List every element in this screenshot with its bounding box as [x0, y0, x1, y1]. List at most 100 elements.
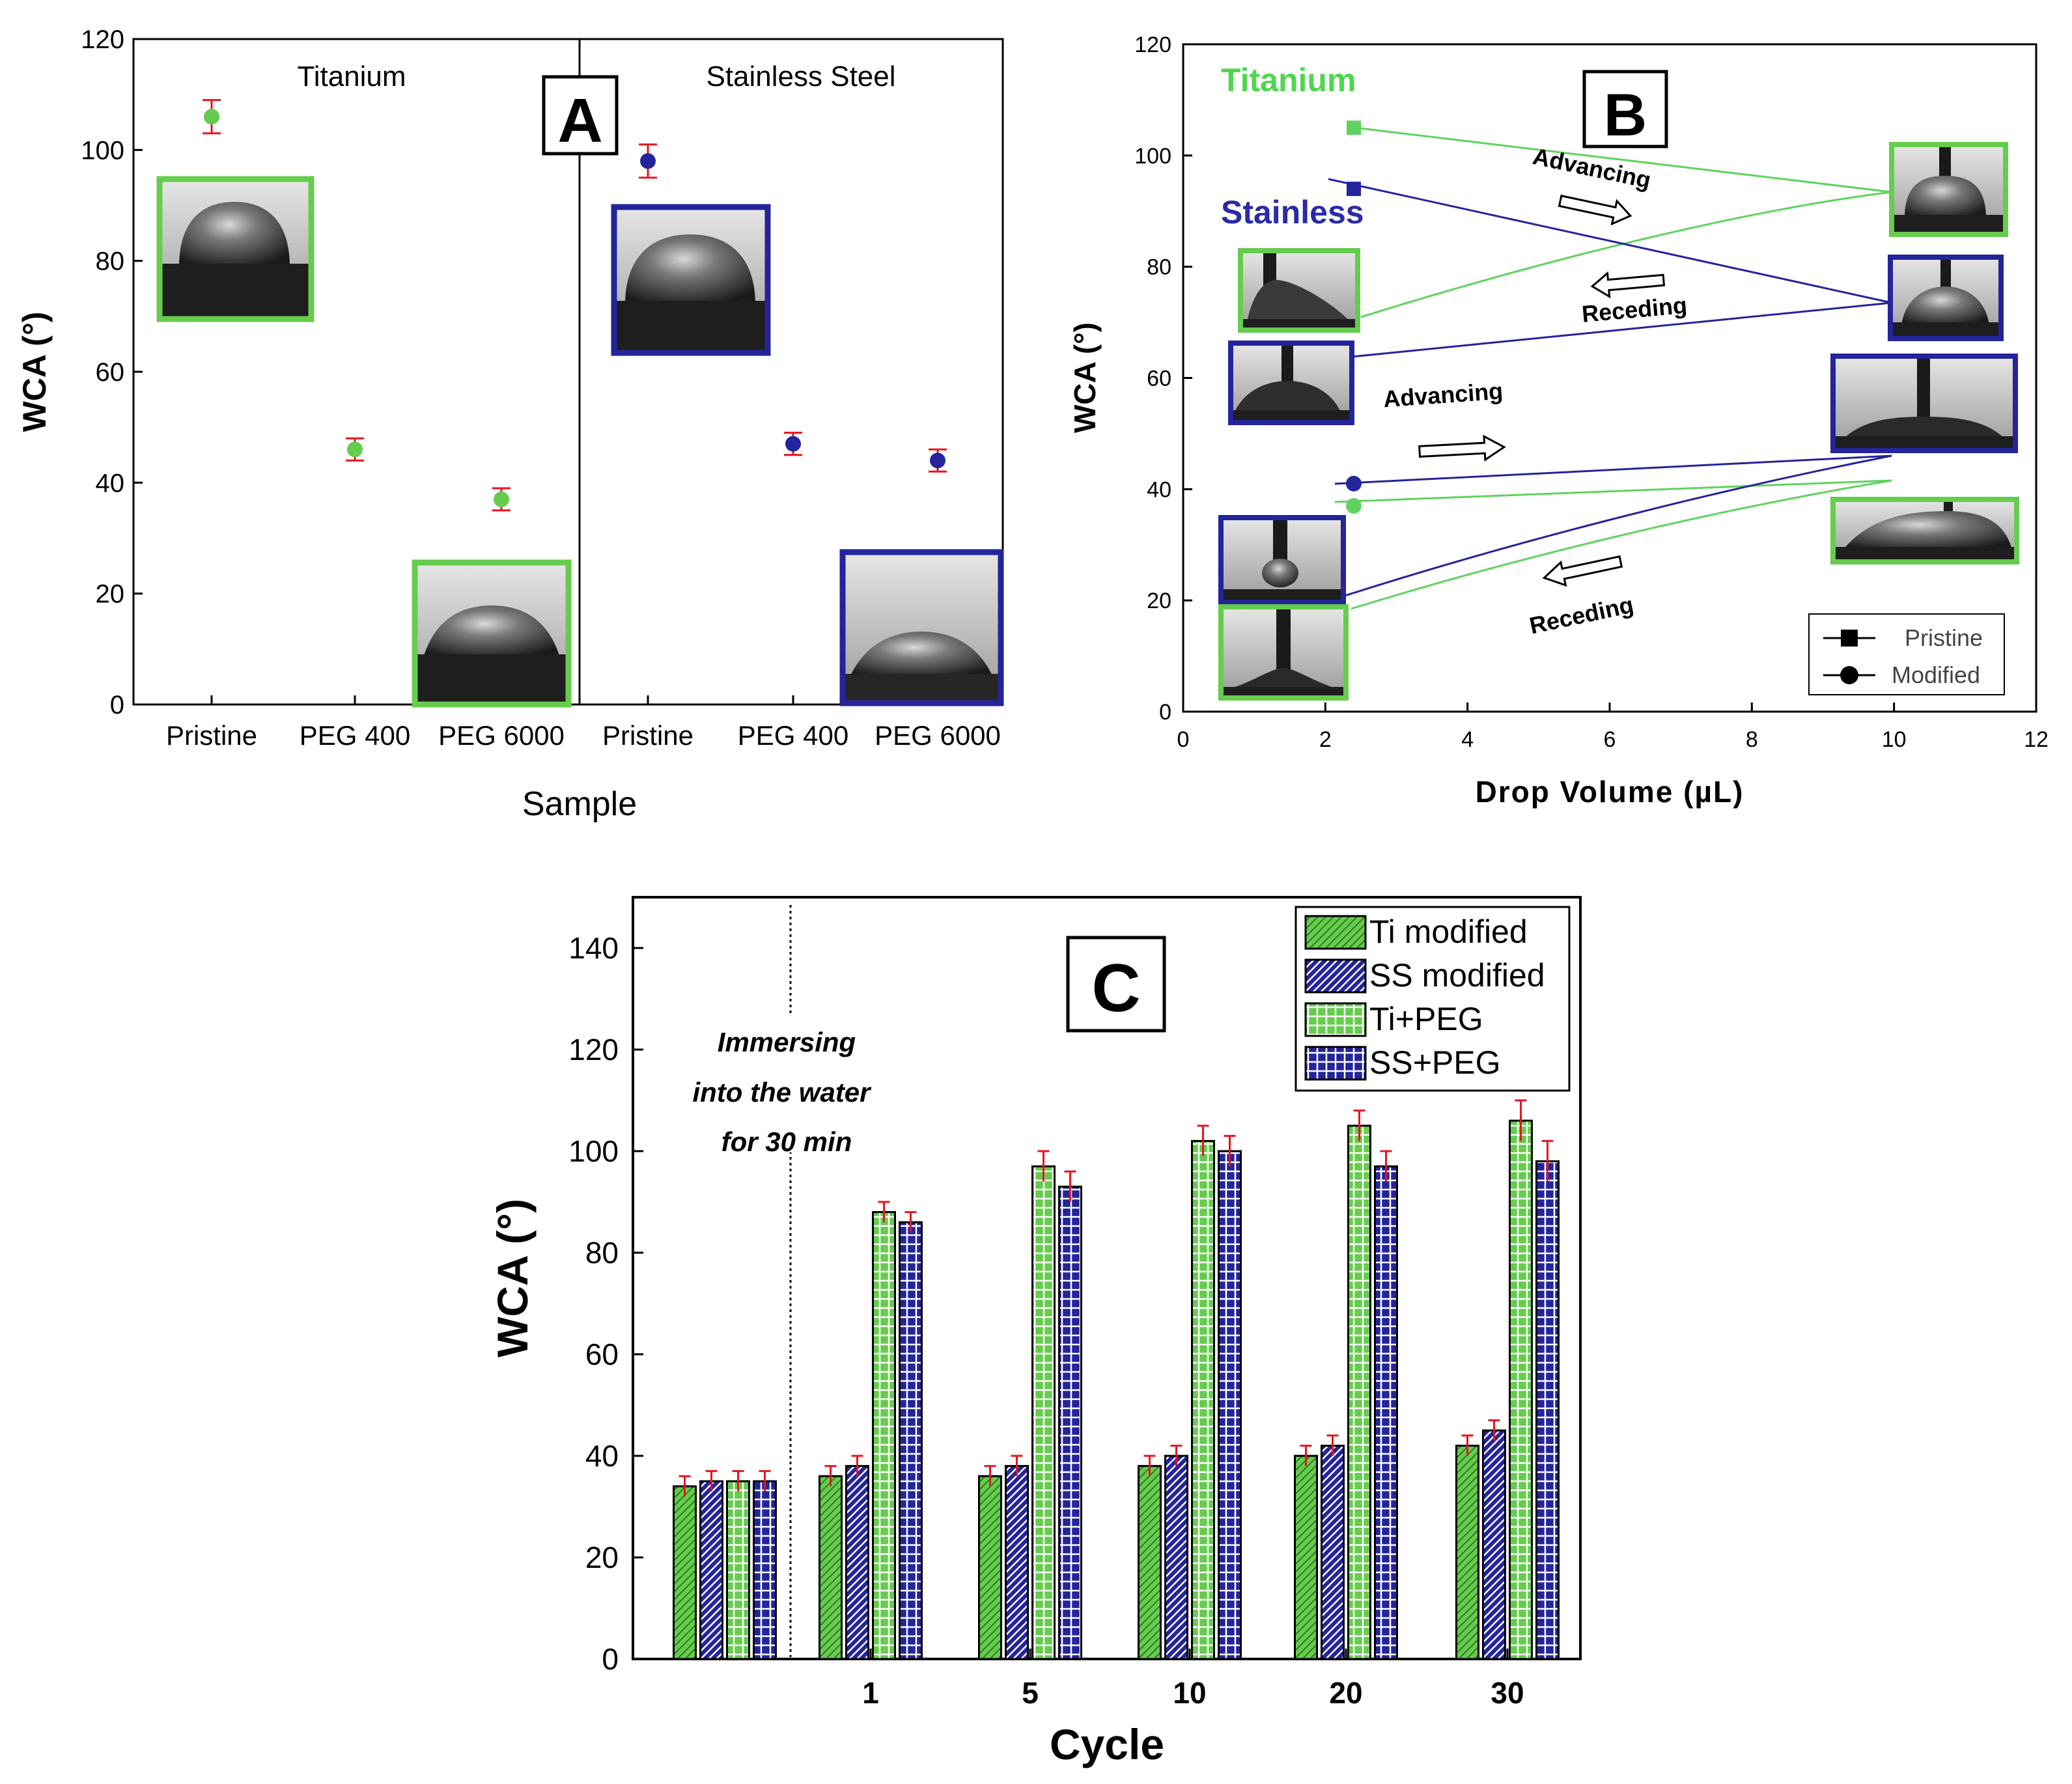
panel-c-y-axis-title: WCA (°)	[488, 1199, 537, 1358]
droplet-photo-b-steel-left	[1228, 341, 1354, 425]
panel-c-y-tick-label: 20	[585, 1540, 619, 1574]
panel-c-bar	[1294, 1455, 1318, 1660]
panel-b-x-tick-label: 6	[1604, 727, 1616, 752]
panel-c-legend-ss-modified: SS modified	[1369, 957, 1545, 994]
legend-swatch-ss-modified	[1304, 958, 1367, 994]
panel-c-bar	[1347, 1124, 1371, 1660]
panel-b-label: B	[1604, 82, 1647, 148]
panel-c-bar	[1005, 1465, 1029, 1660]
panel-c-x-axis-title: Cycle	[1050, 1720, 1164, 1768]
panel-b-annotation-titanium: Titanium	[1221, 62, 1356, 98]
panel-b-data-point-modified	[1346, 497, 1362, 514]
panel-a-y-tick-label: 120	[81, 25, 124, 54]
droplet-photo-steel-peg6000	[839, 549, 1004, 706]
panel-a-data-point	[930, 453, 945, 469]
panel-c-bar	[872, 1211, 896, 1660]
panel-a-x-tick-label: PEG 400	[738, 720, 848, 751]
panel-b-x-tick-label: 10	[1882, 727, 1907, 752]
panel-a-y-tick-label: 40	[96, 469, 125, 497]
droplet-photo-b-titanium-receding	[1830, 497, 2019, 564]
panel-c-bar	[699, 1480, 723, 1660]
panel-b-y-axis-title: WCA (°)	[1068, 322, 1102, 433]
panel-b-arrow-advancing-top	[1558, 194, 1632, 226]
panel-c-x-tick-label: 5	[1022, 1676, 1039, 1710]
panel-b-arrow-receding-bottom	[1542, 555, 1623, 587]
panel-b-y-tick-label: 120	[1134, 33, 1171, 57]
panel-b-annotation-advancing-bottom: Advancing	[1382, 378, 1504, 413]
panel-a-x-axis-title: Sample	[522, 785, 637, 823]
panel-a-y-axis-title: WCA (°)	[16, 312, 53, 432]
panel-c-bar	[1455, 1444, 1479, 1660]
panel-a-data-point	[785, 436, 801, 452]
droplet-photo-b-steel-bottom-left	[1218, 515, 1346, 605]
panel-b-y-tick-label: 20	[1147, 589, 1171, 613]
panel-c-x-tick-label: 10	[1173, 1676, 1206, 1710]
panel-c-bar	[819, 1475, 843, 1660]
droplet-photo-titanium-peg6000	[412, 559, 572, 708]
panel-b-arrow-receding-top	[1590, 271, 1666, 299]
panel-c-y-tick-label: 120	[568, 1033, 619, 1066]
panel-b-y-tick-label: 40	[1147, 477, 1171, 502]
panel-a-label-box	[542, 75, 619, 156]
panel-a-x-tick-label: PEG 6000	[438, 720, 565, 751]
panel-b-x-tick-label: 12	[2024, 727, 2049, 752]
panel-c-bar	[1058, 1186, 1082, 1660]
panel-c-y-tick-label: 100	[568, 1134, 619, 1168]
panel-c-y-tick-label: 60	[585, 1337, 619, 1371]
panel-b-connector-lines	[1328, 126, 1892, 610]
panel-c-y-tick-label: 0	[602, 1642, 619, 1676]
panel-c-legend-ti-peg: Ti+PEG	[1369, 1001, 1483, 1037]
panel-b-annotation-advancing-top: Advancing	[1531, 143, 1654, 193]
panel-c-legend-ti-modified: Ti modified	[1369, 913, 1528, 950]
panel-b-arrow-advancing-bottom	[1418, 434, 1506, 462]
panel-b-annotation-receding-bottom: Receding	[1527, 591, 1636, 639]
panel-c-bar	[899, 1221, 923, 1660]
panel-c-bar	[1374, 1165, 1398, 1660]
panel-c-bar	[1535, 1160, 1560, 1660]
panel-b-x-axis-title: Drop Volume (µL)	[1476, 775, 1744, 809]
panel-c-legend: Ti modified SS modified Ti+PEG SS+PEG	[1295, 906, 1571, 1092]
panel-c-bar	[1482, 1429, 1506, 1660]
droplet-photo-steel-pristine	[611, 204, 771, 356]
panel-b-data-point-pristine	[1347, 182, 1361, 197]
panel-c-label: C	[1091, 951, 1140, 1026]
panel-c-x-tick-label: 30	[1491, 1676, 1524, 1710]
panel-b-x-tick-label: 2	[1319, 727, 1332, 752]
panel-c-label-box	[1066, 936, 1166, 1033]
panel-a-label: A	[557, 86, 602, 156]
panel-c-annotation-line3: for 30 min	[721, 1126, 852, 1157]
panel-a-group-label-titanium: Titanium	[297, 61, 406, 92]
panel-b-annotation-receding-top: Receding	[1580, 292, 1688, 328]
panel-c-bar	[1164, 1455, 1188, 1660]
panel-a-y-tick-label: 0	[110, 691, 124, 719]
droplet-photo-titanium-pristine	[156, 176, 315, 322]
panel-c-bar	[726, 1480, 750, 1660]
panel-a-data-point	[494, 491, 509, 507]
panel-c-y-tick-label: 40	[585, 1439, 619, 1473]
panel-c-bar	[673, 1485, 697, 1660]
panel-b-label-box	[1582, 70, 1668, 148]
panel-c-bar	[1191, 1139, 1215, 1660]
panel-c-annotation-line1: Immersing	[718, 1027, 856, 1057]
droplet-photo-b-steel-receding	[1830, 354, 2018, 453]
panel-a-data-point	[640, 153, 656, 169]
panel-b-annotation-stainless: Stainless	[1221, 194, 1364, 230]
legend-square-marker	[1841, 630, 1858, 647]
panel-b-legend-modified: Modified	[1892, 662, 1980, 688]
panel-a-y-tick-label: 80	[96, 247, 125, 276]
panel-b-y-tick-label: 0	[1159, 700, 1171, 725]
panel-c-bar	[753, 1480, 777, 1660]
panel-c-bar	[1321, 1444, 1345, 1660]
droplet-photo-b-titanium-bottom-left	[1218, 604, 1349, 701]
panel-a-points	[203, 99, 947, 512]
panel-a: Titanium Stainless Steel 020406080100120…	[16, 25, 1004, 823]
panel-a-group-label-stainless: Stainless Steel	[706, 61, 895, 92]
panel-c-bar	[1218, 1150, 1242, 1660]
panel-c-bar	[1509, 1119, 1533, 1660]
panel-c-bar	[845, 1465, 869, 1660]
